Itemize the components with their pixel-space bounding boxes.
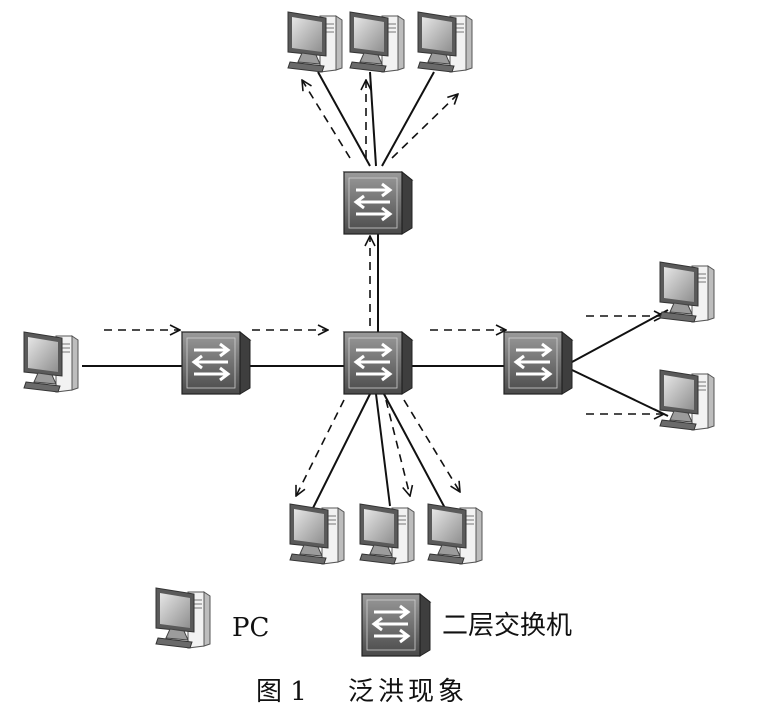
flood-arrow-bottom-pc-1 — [296, 399, 345, 496]
link-right-switch-to-pc-upper — [571, 309, 669, 363]
link-center-switch-to-bottom-pc-3 — [383, 393, 447, 511]
pc-right-upper — [659, 261, 715, 323]
pc-bottom-3 — [427, 503, 483, 565]
flood-arrow-bottom-pc-3 — [403, 399, 460, 492]
legend-switch-icon — [360, 592, 432, 658]
link-top-switch-to-pc-2 — [369, 71, 377, 167]
pc-right-lower — [659, 369, 715, 431]
network-links — [82, 71, 669, 511]
link-top-switch-to-pc-3 — [381, 71, 435, 167]
link-center-switch-to-bottom-pc-1 — [311, 393, 371, 511]
switch-left — [180, 330, 252, 396]
legend: PC 二层交换机 — [155, 587, 572, 658]
link-top-switch-to-pc-1 — [317, 71, 371, 167]
legend-switch-label: 二层交换机 — [442, 611, 572, 641]
link-center-switch-to-bottom-pc-2 — [375, 393, 391, 507]
caption-title: 泛洪现象 — [348, 677, 468, 707]
flood-arrow-top-pc-1 — [302, 80, 351, 159]
flood-arrow-top-pc-3 — [391, 94, 458, 159]
switch-right — [502, 330, 574, 396]
pc-bottom-2 — [359, 503, 415, 565]
switch-center — [342, 330, 414, 396]
flood-arrows — [104, 80, 664, 496]
pc-top-2 — [349, 11, 405, 73]
pc-top-1 — [287, 11, 343, 73]
switch-top — [342, 170, 414, 236]
flood-arrow-bottom-pc-2 — [385, 399, 410, 496]
figure-caption: 图 1 泛洪现象 — [256, 677, 468, 707]
link-right-switch-to-pc-lower — [571, 369, 669, 417]
legend-pc-icon — [155, 587, 211, 649]
pc-top-3 — [417, 11, 473, 73]
caption-number: 图 1 — [256, 677, 307, 707]
pc-bottom-1 — [289, 503, 345, 565]
pc-left — [23, 331, 79, 393]
legend-pc-label: PC — [232, 613, 269, 643]
